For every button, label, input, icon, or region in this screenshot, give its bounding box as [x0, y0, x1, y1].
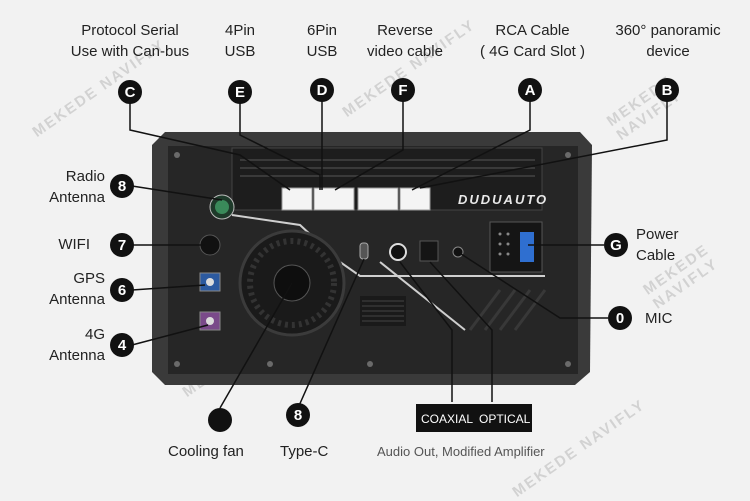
marker-D: D — [317, 82, 328, 99]
optical-port — [419, 240, 439, 262]
brand-label: DUDUAUTO — [458, 192, 548, 207]
mic-label: MIC — [645, 310, 673, 327]
lte-antenna-pin — [206, 317, 214, 325]
audio-out-label: Audio Out, Modified Amplifier — [377, 444, 545, 459]
cooling-fan-label: Cooling fan — [168, 443, 244, 460]
type-c-port — [359, 242, 369, 260]
coaxial-port — [389, 243, 407, 261]
protocol-serial-label: Protocol Serial Use with Can-bus — [70, 22, 190, 60]
audio-out-tag — [416, 404, 532, 432]
marker-power: G — [610, 237, 622, 254]
marker-wifi: 7 — [118, 237, 126, 254]
radio-antenna-core — [215, 200, 229, 214]
gps-antenna-label: GPS Antenna — [49, 270, 105, 308]
usb-4pin-label: 4Pin USB — [224, 22, 256, 60]
marker-E: E — [235, 84, 245, 101]
coaxial-tag: COAXIAL — [421, 412, 473, 426]
gps-antenna-pin — [206, 278, 214, 286]
screws — [174, 152, 571, 367]
optical-tag: OPTICAL — [479, 412, 531, 426]
panel-trace — [379, 261, 466, 331]
marker-B: B — [662, 82, 673, 99]
markers: C E D F A B 8 7 6 4 G 0 8 — [110, 78, 679, 432]
radio-antenna-label: Radio Antenna — [49, 168, 105, 206]
reverse-video-label: Reverse video cable — [367, 22, 443, 60]
panoramic-label: 360° panoramic device — [615, 22, 721, 60]
power-cable-label: Power Cable — [636, 226, 679, 264]
rca-cable-label: RCA Cable ( 4G Card Slot ) — [479, 22, 586, 60]
usb-4pin-connector — [281, 187, 313, 211]
leader-lines — [129, 100, 668, 409]
power-clip — [520, 232, 534, 262]
usb-6pin-label: 6Pin USB — [306, 22, 338, 60]
type-c-label: Type-C — [280, 443, 329, 460]
power-pins — [498, 232, 510, 256]
marker-radio: 8 — [118, 178, 126, 195]
marker-mic: 0 — [616, 310, 624, 327]
rca-connector — [399, 187, 431, 211]
marker-gps: 6 — [118, 282, 126, 299]
power-socket — [489, 221, 543, 273]
usb-6pin-connector — [313, 187, 355, 211]
reverse-connector — [357, 187, 399, 211]
vent-grille-lines — [362, 300, 404, 322]
marker-F: F — [398, 82, 407, 99]
wifi-label: WIFI — [58, 236, 90, 253]
antenna-4g-label: 4G Antenna — [49, 326, 105, 364]
fan-grille — [247, 238, 337, 328]
marker-A: A — [525, 82, 536, 99]
diagonal-vents — [468, 289, 547, 331]
marker-4g: 4 — [118, 337, 127, 354]
marker-C: C — [125, 84, 136, 101]
marker-fan — [208, 408, 232, 432]
marker-typec: 8 — [294, 407, 302, 424]
